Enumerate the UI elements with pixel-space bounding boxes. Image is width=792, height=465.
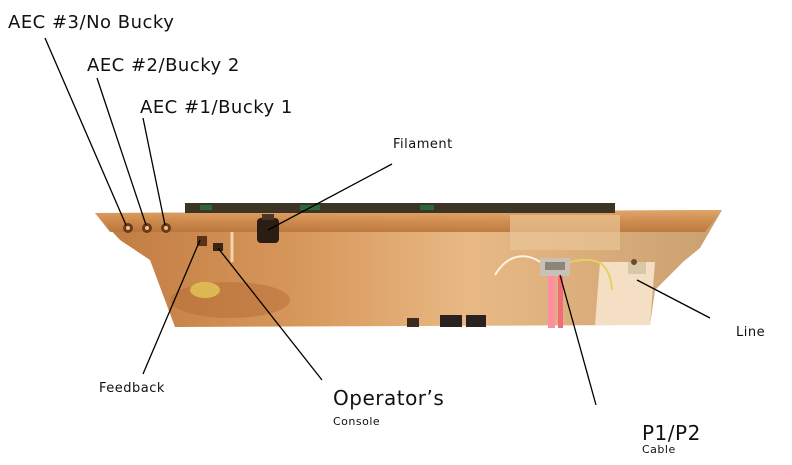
label-line: Line (736, 325, 766, 340)
label-filament: Filament (393, 137, 453, 152)
label-console: Console (333, 415, 381, 428)
leader-filament (267, 163, 393, 231)
label-aec3: AEC #3/No Bucky (8, 12, 175, 33)
leader-aec3 (44, 37, 127, 226)
label-cable: Cable (642, 443, 676, 456)
lower-components (407, 315, 486, 327)
leader-aec1 (142, 117, 166, 226)
label-feedback: Feedback (99, 381, 165, 396)
label-p1p2: P1/P2 (642, 421, 701, 445)
label-aec1: AEC #1/Bucky 1 (140, 97, 293, 118)
line-connector (628, 259, 646, 274)
leader-operators (217, 247, 323, 381)
leader-aec2 (96, 77, 147, 226)
p1p2-connector (494, 255, 613, 328)
leader-feedback (142, 239, 201, 375)
filament-connector (257, 214, 279, 243)
aec-connectors (123, 223, 171, 233)
leader-lines (44, 37, 711, 406)
label-operators: Operator’s (333, 386, 445, 410)
label-aec2: AEC #2/Bucky 2 (87, 55, 240, 76)
leader-p1p2 (559, 274, 597, 406)
operator-connectors (197, 232, 234, 262)
leader-line (636, 279, 711, 319)
